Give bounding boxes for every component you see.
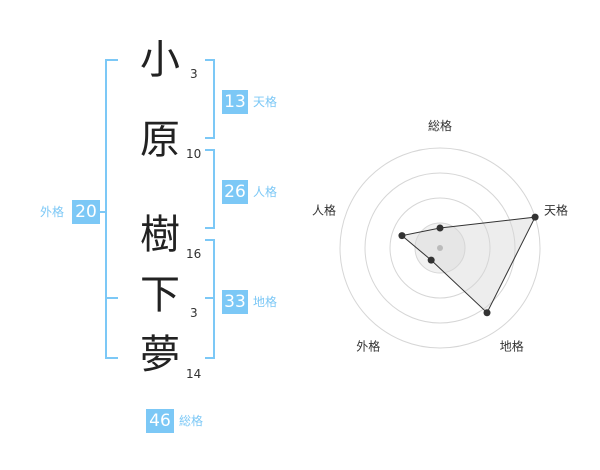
name-char-2: 原 xyxy=(140,117,180,163)
gaikaku-label: 外格 xyxy=(40,205,65,219)
radar-series-points xyxy=(398,213,539,317)
chikaku-label: 地格 xyxy=(253,295,278,309)
stroke-count-4: 3 xyxy=(190,306,198,320)
tenkaku-label: 天格 xyxy=(253,95,278,109)
jinkaku-value: 26 xyxy=(222,180,248,204)
jinkaku-bracket xyxy=(205,149,215,229)
radar-point xyxy=(398,232,406,240)
soukaku-value: 46 xyxy=(146,409,174,433)
radar-axis-label: 地格 xyxy=(500,339,524,354)
radar-point xyxy=(436,224,444,232)
radar-axis-label: 天格 xyxy=(544,202,568,217)
name-char-3: 樹 xyxy=(140,212,180,258)
gaikaku-bracket xyxy=(105,59,118,359)
stroke-count-2: 10 xyxy=(186,147,202,161)
tenkaku-value: 13 xyxy=(222,90,248,114)
radar-center-dot xyxy=(437,245,443,251)
radar-axis-label: 人格 xyxy=(312,202,336,217)
name-char-5: 夢 xyxy=(140,332,180,378)
radar-point xyxy=(427,256,435,264)
radar-ring-4 xyxy=(339,147,541,349)
gaikaku-value: 20 xyxy=(72,200,100,224)
radar-ring-3 xyxy=(364,172,516,324)
radar-grid xyxy=(339,147,541,349)
soukaku-label: 総格 xyxy=(179,414,204,428)
jinkaku-label: 人格 xyxy=(253,185,278,199)
radar-ring-2 xyxy=(389,197,491,299)
stroke-count-3: 16 xyxy=(186,247,202,261)
chikaku-value: 33 xyxy=(222,290,248,314)
radar-point xyxy=(483,309,491,317)
stroke-count-1: 3 xyxy=(190,67,198,81)
radar-series-polygon xyxy=(400,216,536,314)
radar-axis-label: 外格 xyxy=(356,339,380,354)
radar-point xyxy=(531,213,539,221)
name-char-4: 下 xyxy=(140,272,180,318)
tenkaku-bracket xyxy=(205,59,215,139)
stroke-count-5: 14 xyxy=(186,367,202,381)
radar-axis-label: 総格 xyxy=(428,118,452,133)
name-char-1: 小 xyxy=(140,37,180,83)
